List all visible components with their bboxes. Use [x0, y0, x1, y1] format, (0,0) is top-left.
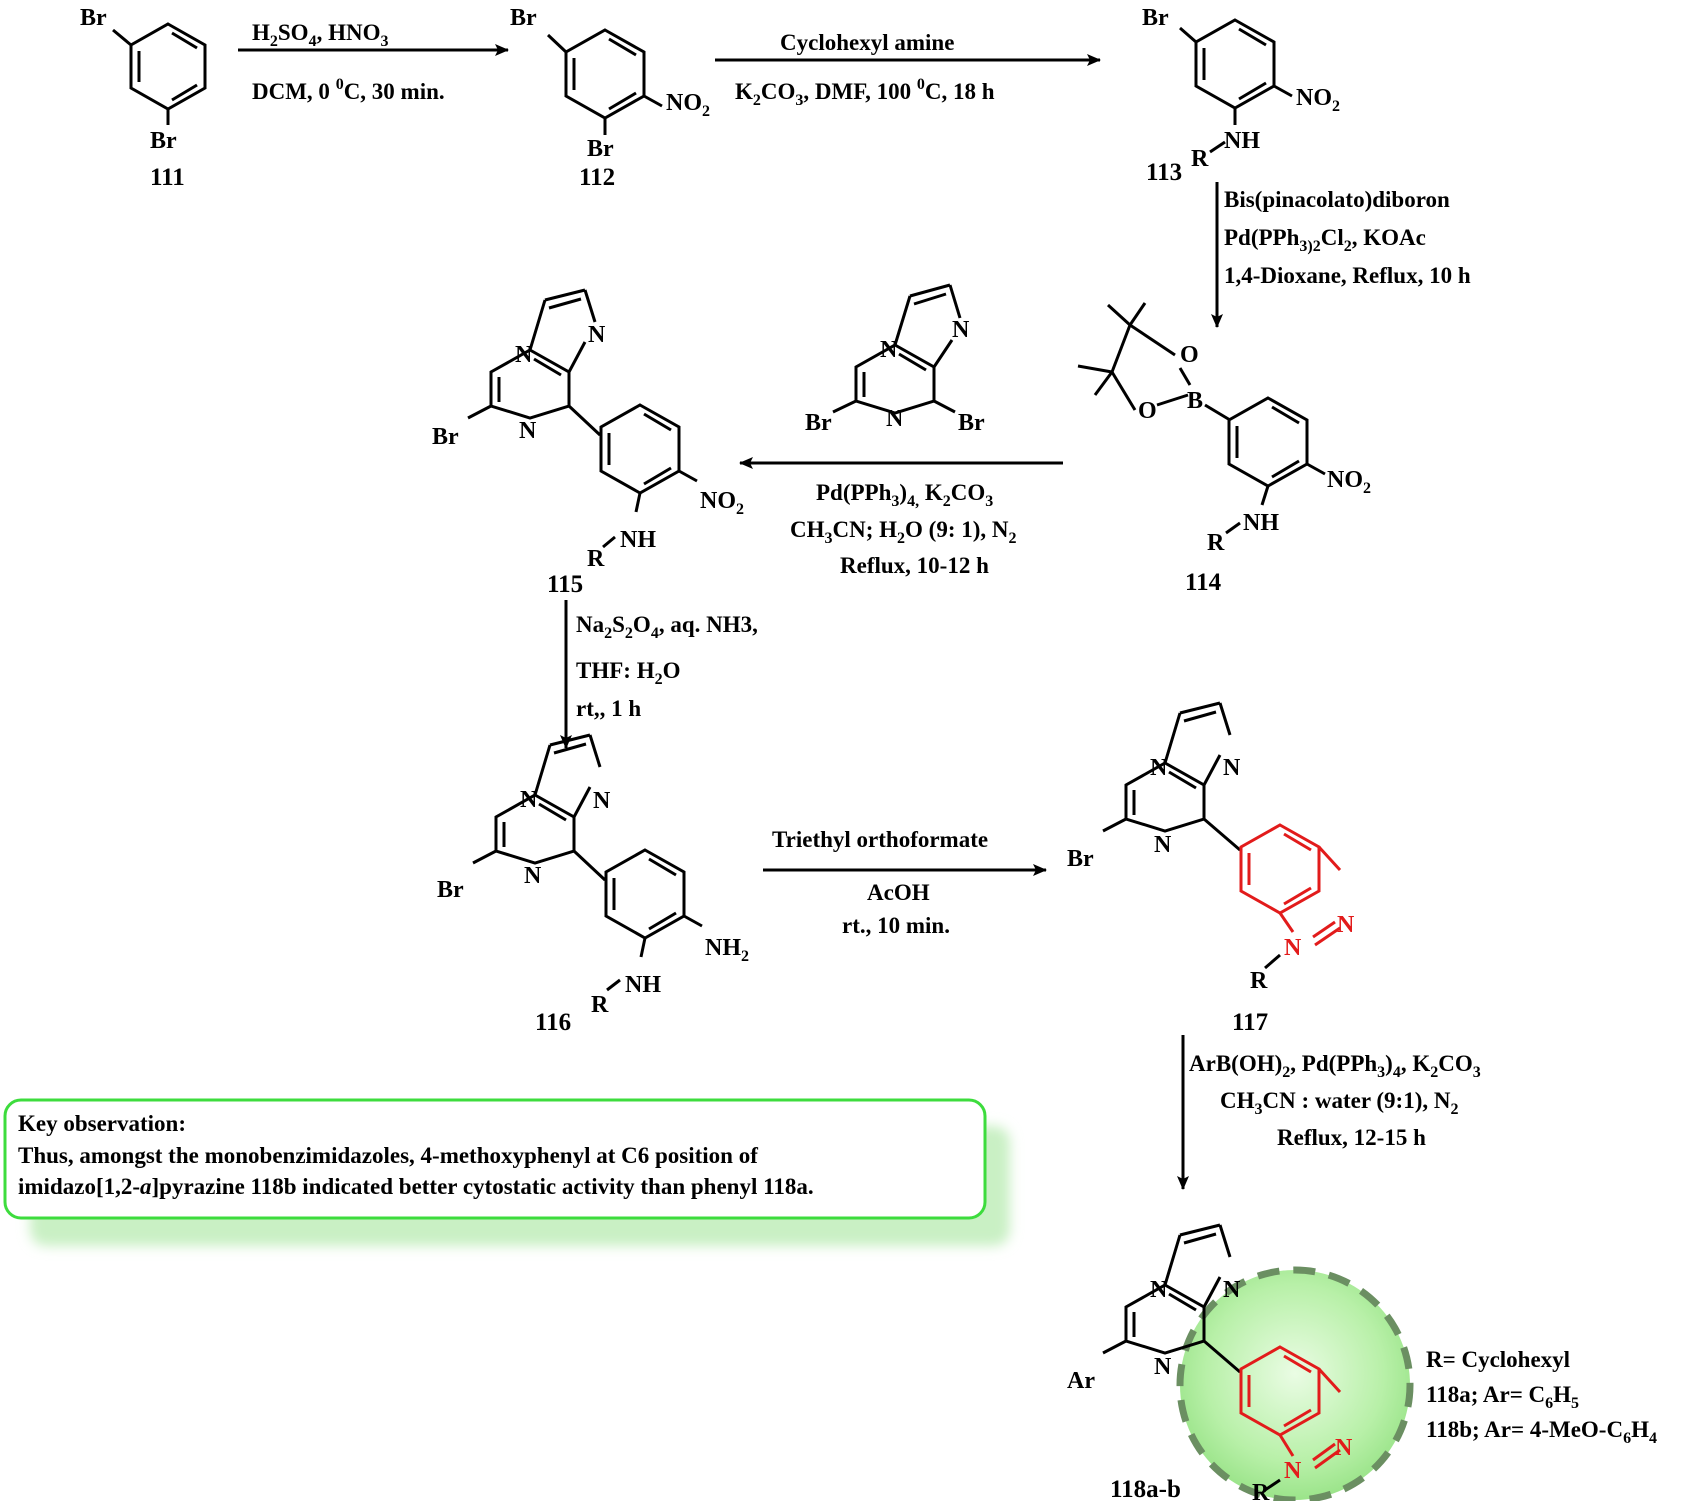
c113-no2: NO2	[1296, 85, 1340, 115]
c116-nh2: NH2	[705, 935, 749, 965]
c114-b: B	[1187, 388, 1203, 414]
reagent-br1: Br	[805, 410, 832, 436]
c115-r: R	[587, 546, 605, 572]
step4-line3: Reflux, 10-12 h	[840, 553, 989, 578]
c118-n2: N	[1223, 1277, 1241, 1303]
step1-line2: DCM, 0 0C, 30 min.	[252, 76, 445, 104]
c117-n1: N	[1150, 755, 1168, 781]
key-observation-title: Key observation:	[18, 1111, 186, 1136]
c113-label: 113	[1146, 159, 1182, 186]
c114-o1: O	[1180, 342, 1199, 368]
step5-line1: Na2S2O4, aq. NH3,	[576, 612, 758, 642]
step3-line1: Bis(pinacolato)diboron	[1224, 187, 1450, 212]
step6-line3: rt., 10 min.	[842, 913, 950, 938]
reagent-n2: N	[952, 317, 970, 343]
c118-n3: N	[1154, 1354, 1172, 1380]
c114-nh: NH	[1243, 510, 1279, 536]
c113-r: R	[1191, 146, 1209, 172]
c118-sphere	[1176, 1266, 1414, 1501]
reagent-dibromo-imidazopyrazine	[832, 283, 962, 415]
c118-label: 118a-b	[1110, 1476, 1181, 1501]
c112-no2: NO2	[666, 90, 710, 120]
legend-r-definition: R= Cyclohexyl	[1426, 1347, 1570, 1372]
step3-line2: Pd(PPh3)2Cl2, KOAc	[1224, 225, 1426, 255]
key-observation-box	[3, 1098, 998, 1232]
c114-label: 114	[1185, 569, 1222, 596]
compound-112	[546, 28, 663, 135]
step7-line2: CH3CN : water (9:1), N2	[1220, 1088, 1459, 1118]
c112-label: 112	[579, 164, 615, 191]
c115-no2: NO2	[700, 488, 744, 518]
c117-bn1: N	[1337, 912, 1355, 938]
step4-line1: Pd(PPh3)4, K2CO3	[816, 480, 993, 510]
step1-line1: H2SO4, HNO3	[252, 20, 388, 50]
c115-br: Br	[432, 424, 459, 450]
compound-116	[472, 733, 703, 992]
c111-label: 111	[150, 164, 185, 191]
legend-118b: 118b; Ar= 4-MeO-C6H4	[1426, 1417, 1657, 1447]
step4-line2: CH3CN; H2O (9: 1), N2	[790, 517, 1017, 547]
c115-n3: N	[519, 418, 537, 444]
step3-line3: 1,4-Dioxane, Reflux, 10 h	[1224, 263, 1471, 288]
c117-label: 117	[1232, 1009, 1268, 1036]
c116-n1: N	[520, 787, 538, 813]
c114-o2: O	[1138, 398, 1157, 424]
c111-br-top: Br	[80, 5, 107, 31]
c118-bn1: N	[1335, 1435, 1353, 1461]
step2-line1: Cyclohexyl amine	[780, 30, 954, 55]
legend-118a: 118a; Ar= C6H5	[1426, 1382, 1579, 1412]
c118-bn2: N	[1284, 1458, 1302, 1484]
compound-111	[112, 22, 207, 125]
c116-n2: N	[593, 788, 611, 814]
reagent-n3: N	[886, 406, 904, 432]
c118-ar: Ar	[1067, 1368, 1095, 1394]
c115-label: 115	[547, 571, 583, 598]
step2-line2: K2CO3, DMF, 100 0C, 18 h	[735, 76, 995, 109]
c117-benzimidazole-red	[1239, 823, 1342, 947]
compound-115	[467, 288, 698, 549]
c117-r: R	[1250, 968, 1268, 994]
compound-113	[1179, 18, 1293, 154]
reagent-n1: N	[880, 337, 898, 363]
c117-br: Br	[1067, 846, 1094, 872]
key-observation-line1: Thus, amongst the monobenzimidazoles, 4-…	[18, 1143, 758, 1168]
compound-117	[1102, 701, 1281, 970]
step6-line1: Triethyl orthoformate	[772, 827, 988, 852]
c112-br-bottom: Br	[587, 136, 614, 162]
c116-br: Br	[437, 877, 464, 903]
c113-nh: NH	[1224, 128, 1260, 154]
step6-line2: AcOH	[867, 880, 930, 905]
step7-line1: ArB(OH)2, Pd(PPh3)4, K2CO3	[1189, 1051, 1481, 1081]
c118-benzimidazole-red	[1239, 1345, 1342, 1470]
c118-n1: N	[1150, 1277, 1168, 1303]
c113-br: Br	[1142, 5, 1169, 31]
c118-r: R	[1252, 1480, 1270, 1501]
c117-n3: N	[1154, 832, 1172, 858]
c114-no2: NO2	[1327, 467, 1371, 497]
step7-line3: Reflux, 12-15 h	[1277, 1125, 1426, 1150]
step5-line2: THF: H2O	[576, 658, 680, 688]
c116-r: R	[591, 992, 609, 1018]
c115-nh: NH	[620, 527, 656, 553]
step5-line3: rt,, 1 h	[576, 696, 641, 721]
key-observation-line2: imidazo[1,2-a]pyrazine 118b indicated be…	[18, 1174, 814, 1199]
c114-r: R	[1207, 530, 1225, 556]
c115-n1: N	[515, 342, 533, 368]
c116-label: 116	[535, 1009, 571, 1036]
c116-n3: N	[524, 863, 542, 889]
reagent-br2: Br	[958, 410, 985, 436]
c115-n2: N	[588, 322, 606, 348]
c111-br-bottom: Br	[150, 128, 177, 154]
c116-nh: NH	[625, 972, 661, 998]
c117-n2: N	[1223, 755, 1241, 781]
compound-114	[1077, 302, 1326, 535]
c112-br-top: Br	[510, 5, 537, 31]
c117-bn2: N	[1284, 935, 1302, 961]
compound-118	[1102, 1223, 1281, 1492]
